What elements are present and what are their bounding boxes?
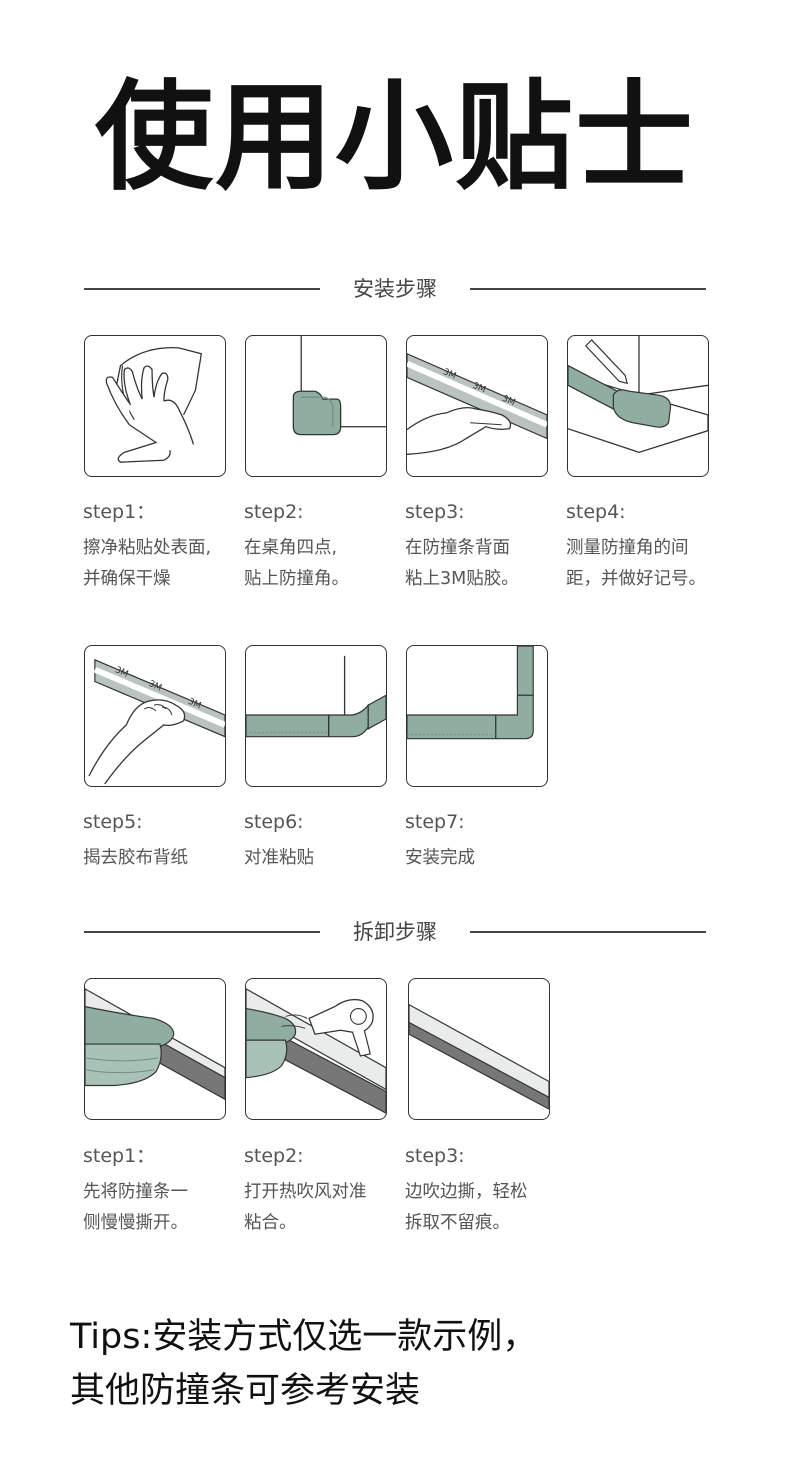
tape-text: 3M (147, 679, 163, 694)
align-paste-icon (246, 655, 386, 738)
remove-step2-desc-line2: 粘合。 (244, 1213, 297, 1233)
install-step5-label: step5: (83, 811, 143, 833)
tape-text: 3M (441, 367, 457, 382)
page-title: 使用小贴士 (94, 68, 695, 206)
install-complete-icon (407, 646, 534, 740)
wiping-hand-icon (105, 347, 203, 463)
install-step1-illustration (84, 335, 226, 477)
install-step4-desc-line1: 测量防撞角的间 (566, 538, 689, 558)
remove-step1-desc-line1: 先将防撞条一 (83, 1182, 188, 1202)
tape-text: 3M (471, 381, 487, 396)
peel-backing-icon: 3M 3M 3M (88, 658, 225, 785)
divider-line (84, 288, 320, 290)
peel-strip-icon (85, 988, 225, 1100)
install-step3-illustration: 3M 3M 3M (406, 335, 548, 477)
install-step1-label: step1： (83, 501, 156, 523)
remove-section-heading: 拆卸步骤 (353, 920, 437, 944)
tape-text: 3M (113, 665, 129, 680)
remove-step3-desc-line1: 边吹边撕，轻松 (405, 1182, 528, 1202)
install-step7-label: step7: (405, 811, 465, 833)
remove-step3-illustration (408, 978, 550, 1120)
divider-line (470, 288, 706, 290)
install-step3-desc-line2: 粘上3M贴胶。 (405, 569, 519, 589)
install-step7-desc: 安装完成 (405, 848, 475, 868)
tips-note: Tips:安装方式仅选一款示例， 其他防撞条可参考安装 (70, 1310, 537, 1418)
remove-step1-desc: 先将防撞条一 侧慢慢撕开。 (83, 1177, 188, 1239)
install-step6-desc: 对准粘贴 (244, 848, 314, 868)
install-step2-illustration (245, 335, 387, 477)
install-section-heading: 安装步骤 (353, 277, 437, 301)
tape-strip-hand-icon: 3M 3M 3M (407, 353, 547, 455)
install-step3-desc: 在防撞条背面 粘上3M贴胶。 (405, 533, 519, 595)
remove-step2-label: step2: (244, 1145, 304, 1167)
install-step5-illustration: 3M 3M 3M (84, 645, 226, 787)
remove-section-divider: 拆卸步骤 (84, 917, 706, 947)
corner-guard-icon (292, 336, 386, 436)
remove-step1-label: step1： (83, 1145, 156, 1167)
install-section-divider: 安装步骤 (84, 274, 706, 304)
install-step3-label: step3: (405, 501, 465, 523)
divider-line (470, 931, 706, 933)
tape-text: 3M (500, 394, 516, 409)
remove-step3-desc-line2: 拆取不留痕。 (405, 1213, 510, 1233)
install-step4-desc: 测量防撞角的间 距，并做好记号。 (566, 533, 706, 595)
remove-step2-desc-line1: 打开热吹风对准 (244, 1182, 367, 1202)
install-step7-illustration (406, 645, 548, 787)
remove-step3-label: step3: (405, 1145, 465, 1167)
install-step4-illustration (567, 335, 709, 477)
hair-dryer-icon (246, 988, 386, 1114)
measure-mark-icon (568, 336, 708, 454)
remove-step3-desc: 边吹边撕，轻松 拆取不留痕。 (405, 1177, 528, 1239)
install-step2-desc-line2: 贴上防撞角。 (244, 569, 349, 589)
remove-step1-desc-line2: 侧慢慢撕开。 (83, 1213, 188, 1233)
install-step4-label: step4: (566, 501, 626, 523)
install-step3-desc-line1: 在防撞条背面 (405, 538, 510, 558)
install-step4-desc-line2: 距，并做好记号。 (566, 569, 706, 589)
tips-line1: Tips:安装方式仅选一款示例， (70, 1317, 538, 1357)
remove-step2-illustration (245, 978, 387, 1120)
install-step2-label: step2: (244, 501, 304, 523)
remove-step2-desc: 打开热吹风对准 粘合。 (244, 1177, 367, 1239)
clean-removal-icon (409, 1003, 549, 1110)
install-step2-desc-line1: 在桌角四点, (244, 538, 338, 558)
install-step2-desc: 在桌角四点, 贴上防撞角。 (244, 533, 349, 595)
remove-step1-illustration (84, 978, 226, 1120)
install-step6-label: step6: (244, 811, 304, 833)
install-step1-desc-line2: 并确保干燥 (83, 569, 171, 589)
install-step6-illustration (245, 645, 387, 787)
divider-line (84, 931, 320, 933)
install-step1-desc: 擦净粘贴处表面, 并确保干燥 (83, 533, 211, 595)
tips-line2: 其他防撞条可参考安装 (70, 1371, 421, 1411)
install-step5-desc: 揭去胶布背纸 (83, 848, 188, 868)
install-step1-desc-line1: 擦净粘贴处表面, (83, 538, 212, 558)
tape-text: 3M (186, 697, 202, 712)
